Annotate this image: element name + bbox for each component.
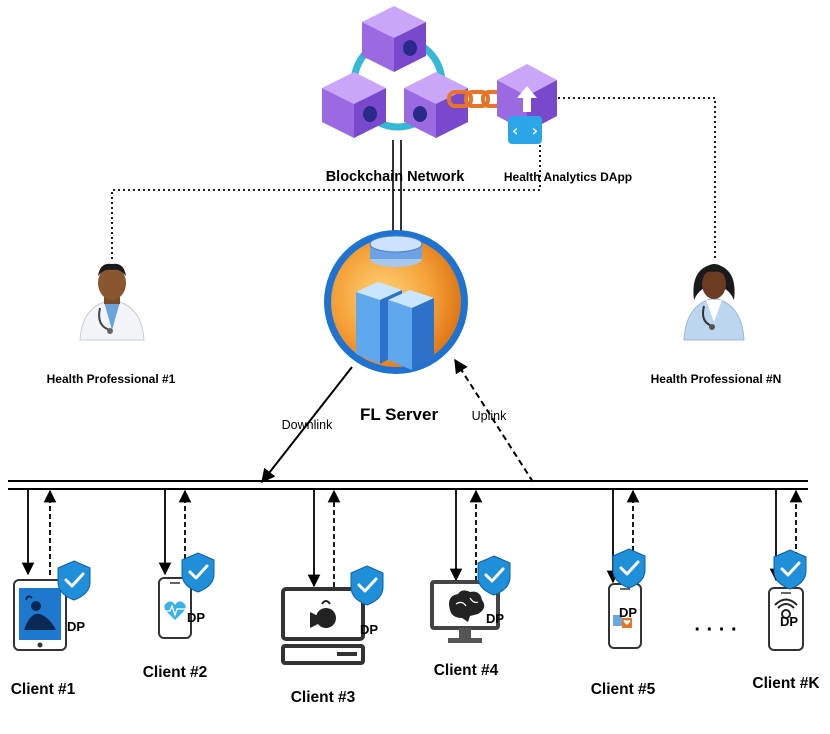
- blockchain-label: Blockchain Network: [326, 169, 466, 185]
- dapp-label: Health Analytics DApp: [504, 170, 632, 184]
- client-label: Client #K: [752, 675, 820, 692]
- client-label: Client #2: [143, 664, 208, 681]
- dp-label: DP: [187, 610, 205, 625]
- tablet-icon: [13, 579, 67, 651]
- monitor-icon: [430, 580, 500, 643]
- shield-check-icon: [612, 548, 646, 589]
- cube-top: [362, 6, 426, 72]
- shield-check-icon: [350, 565, 384, 606]
- shield-check-icon: [773, 549, 807, 590]
- client-2: DP Client #2: [143, 489, 215, 681]
- dp-label: DP: [780, 614, 798, 629]
- downlink-label: Downlink: [282, 418, 333, 432]
- cube-left: [322, 72, 386, 138]
- uplink-label: Uplink: [472, 409, 507, 423]
- fl-server-icon: [324, 230, 468, 374]
- dp-label: DP: [619, 605, 637, 620]
- doctor-female-icon: [683, 264, 745, 341]
- hpn-label: Health Professional #N: [651, 372, 782, 386]
- hpn-dotted-link: [558, 97, 716, 260]
- client-label: Client #5: [591, 681, 656, 698]
- dp-label: DP: [486, 611, 504, 626]
- cube-right: [404, 72, 468, 138]
- client-1: DP Client #1: [11, 489, 91, 698]
- doctor-male-icon: [79, 263, 145, 341]
- blockchain-network-icon: [322, 6, 468, 138]
- hp1-label: Health Professional #1: [47, 372, 176, 386]
- dp-label: DP: [67, 619, 85, 634]
- phone-icon: [768, 587, 804, 651]
- dapp-icon: ‹ ›: [497, 64, 557, 144]
- fl-server-label: FL Server: [360, 405, 439, 424]
- client-label: Client #3: [291, 689, 356, 706]
- phone-icon: [608, 583, 642, 649]
- client-3: DP Client #3: [281, 489, 384, 706]
- client-k: DP Client #K: [752, 489, 820, 692]
- shield-check-icon: [57, 560, 91, 601]
- shield-check-icon: [477, 555, 511, 596]
- dp-label: DP: [360, 622, 378, 637]
- desktop-icon: [281, 587, 365, 665]
- ellipsis-text: · · · ·: [694, 619, 737, 641]
- client-label: Client #4: [434, 662, 499, 679]
- svg-text:‹ ›: ‹ ›: [511, 121, 540, 140]
- client-4: DP Client #4: [430, 489, 511, 679]
- phone-icon: [158, 577, 192, 639]
- client-label: Client #1: [11, 681, 76, 698]
- uplink-arrow: [454, 358, 534, 483]
- shield-check-icon: [181, 552, 215, 593]
- client-5: DP Client #5: [591, 489, 656, 698]
- hp1-dotted-link: [111, 145, 541, 262]
- downlink-arrow: [261, 366, 353, 484]
